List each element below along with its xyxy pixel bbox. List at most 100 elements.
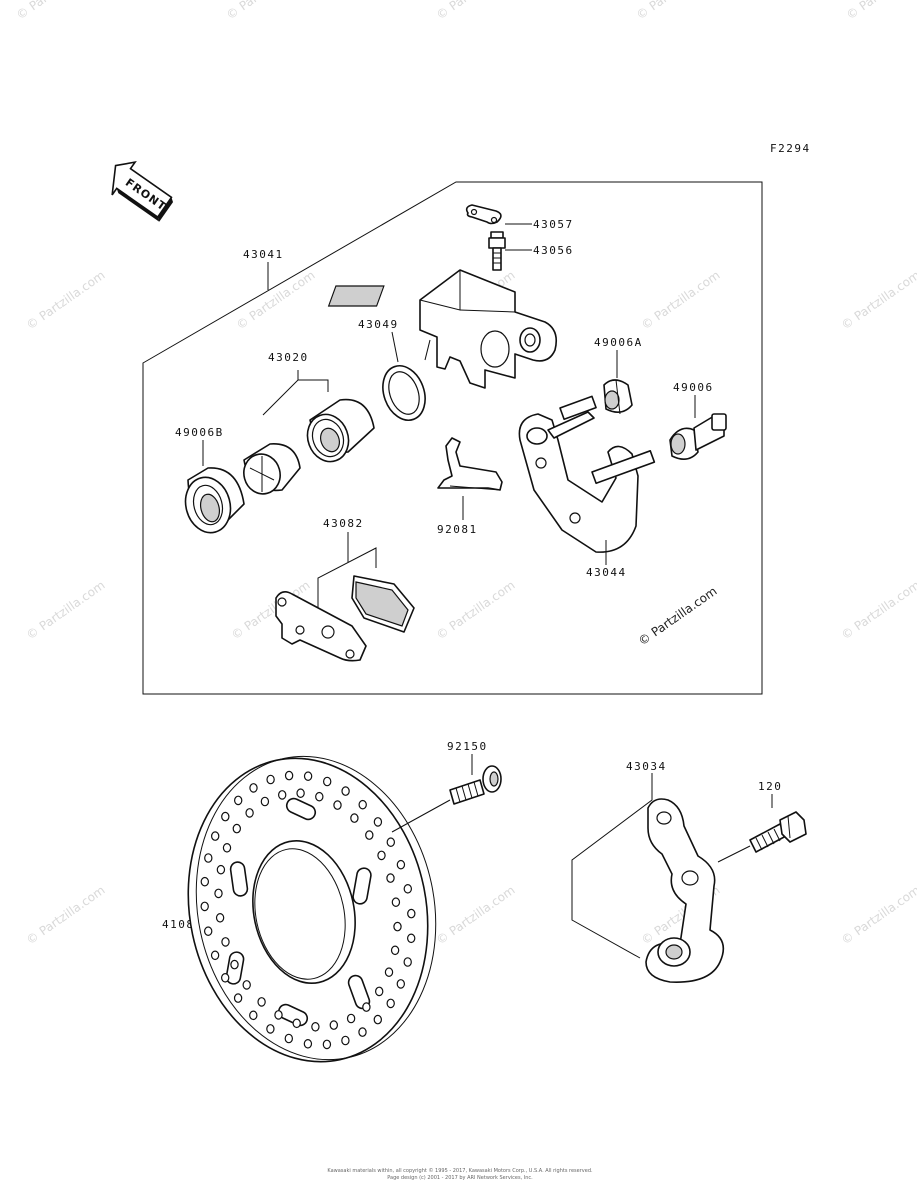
watermark: © Partzilla.com [224,0,308,22]
disc-vent-hole [358,799,367,810]
disc-vent-hole [333,800,342,810]
watermark: © Partzilla.com [24,883,108,948]
disc-vent-hole [403,883,412,894]
disc-vent-hole [278,790,287,800]
label-43044: 43044 [586,566,627,579]
disc-vent-hole [365,830,374,840]
disc-vent-hole [341,786,350,796]
disc-vent-hole [358,1027,367,1037]
label-43041: 43041 [243,248,284,261]
disc-vent-hole [386,873,395,883]
front-arrow-icon: FRONT [111,161,174,222]
watermark: © Partzilla.com [844,0,917,22]
disc-vent-hole [386,837,395,847]
label-43020: 43020 [268,351,309,364]
watermark: © Partzilla.com [24,578,108,643]
watermark: © Partzilla.com [839,578,917,643]
label-49006: 49006 [673,381,714,394]
watermark: © Partzilla.com [434,883,518,948]
disc-vent-hole [266,774,275,785]
disc-vent-hole [329,1020,338,1030]
label-92150: 92150 [447,740,488,753]
disc-vent-hole [375,986,384,997]
part-120-bolt [749,811,807,853]
disc-vent-hole [396,859,406,870]
disc-vent-hole [230,959,239,970]
disc-vent-holes [200,770,416,1050]
disc-vent-hole [222,842,232,853]
watermark: © Partzilla.com [234,268,318,333]
label-43057: 43057 [533,218,574,231]
part-49006-slide-pin [669,413,727,460]
part-92081-pad-spring [437,437,503,491]
caliper-body [327,269,558,389]
disc-vent-hole [210,950,220,961]
watermark: © Partzilla.com [634,0,718,22]
watermark: © Partzilla.com [434,0,518,22]
disc-vent-hole [386,998,395,1009]
disc-vent-hole [233,993,243,1003]
disc-vent-hole [215,912,225,923]
disc-vent-hole [232,823,241,834]
disc-vent-hole [323,776,332,787]
label-43049: 43049 [358,318,399,331]
disc-vent-hole [403,957,412,967]
label-92081: 92081 [437,523,478,536]
disc-vent-hole [362,1002,371,1012]
disc-vent-hole [407,908,416,919]
watermark: © Partzilla.com [24,268,108,333]
disc-vent-hole [350,813,359,823]
disc-vent-hole [200,901,209,912]
disc-vent-hole [214,888,223,899]
disc-vent-hole [315,791,324,802]
disc-vent-hole [284,1033,293,1044]
watermark: © Partzilla.com [639,268,723,333]
disc-vent-hole [220,972,230,983]
disc-vent-hole [242,980,251,990]
watermark: © Partzilla.com [14,0,98,22]
disc-vent-hole [390,945,400,956]
disc-vent-hole [266,1024,275,1034]
part-43057-bleeder-cap [465,204,502,225]
disc-vent-hole [311,1022,320,1032]
disc-vent-hole [274,1010,283,1020]
disc-vent-hole [322,1039,332,1050]
disc-vent-hole [233,795,243,806]
part-49006B-dust-seal [184,467,245,534]
label-43056: 43056 [533,244,574,257]
disc-vent-hole [391,897,401,907]
disc-vent-hole [203,926,213,936]
label-49006A: 49006A [594,336,643,349]
part-41080-brake-disc [187,755,437,1063]
label-120: 120 [758,780,782,793]
part-92150-disc-bolt [449,765,502,805]
disc-vent-hole [373,817,383,827]
part-43082-brake-pads [275,575,415,662]
copyright-line-1: Kawasaki materials within, all copyright… [327,1167,593,1174]
diagram-code: F2294 [770,142,811,155]
disc-vent-hole [216,864,226,875]
disc-vent-hole [257,997,266,1007]
disc-vent-hole [249,1010,258,1021]
disc-vent-hole [377,850,386,861]
watermark: © Partzilla.com [434,578,518,643]
label-43034: 43034 [626,760,667,773]
disc-vent-hole [303,1039,313,1049]
disc-vent-hole [245,808,254,818]
part-43020-piston [306,398,375,463]
disc-vent-hole [407,933,416,944]
disc-vent-hole [284,770,294,781]
partzilla-watermark: © Partzilla.com [636,584,720,649]
disc-vent-hole [396,979,405,989]
part-43044-caliper-bracket [518,395,656,553]
watermark: © Partzilla.com [839,883,917,948]
disc-vent-hole [249,783,258,793]
part-43049-piston-seal [382,365,426,421]
label-49006B: 49006B [175,426,224,439]
caliper-assembly-frame [142,181,763,695]
disc-vent-hole [204,853,213,863]
disc-vent-hole [221,811,230,822]
disc-vent-hole [373,1014,382,1025]
disc-vent-hole [292,1018,301,1029]
piston-insulator [243,443,301,495]
